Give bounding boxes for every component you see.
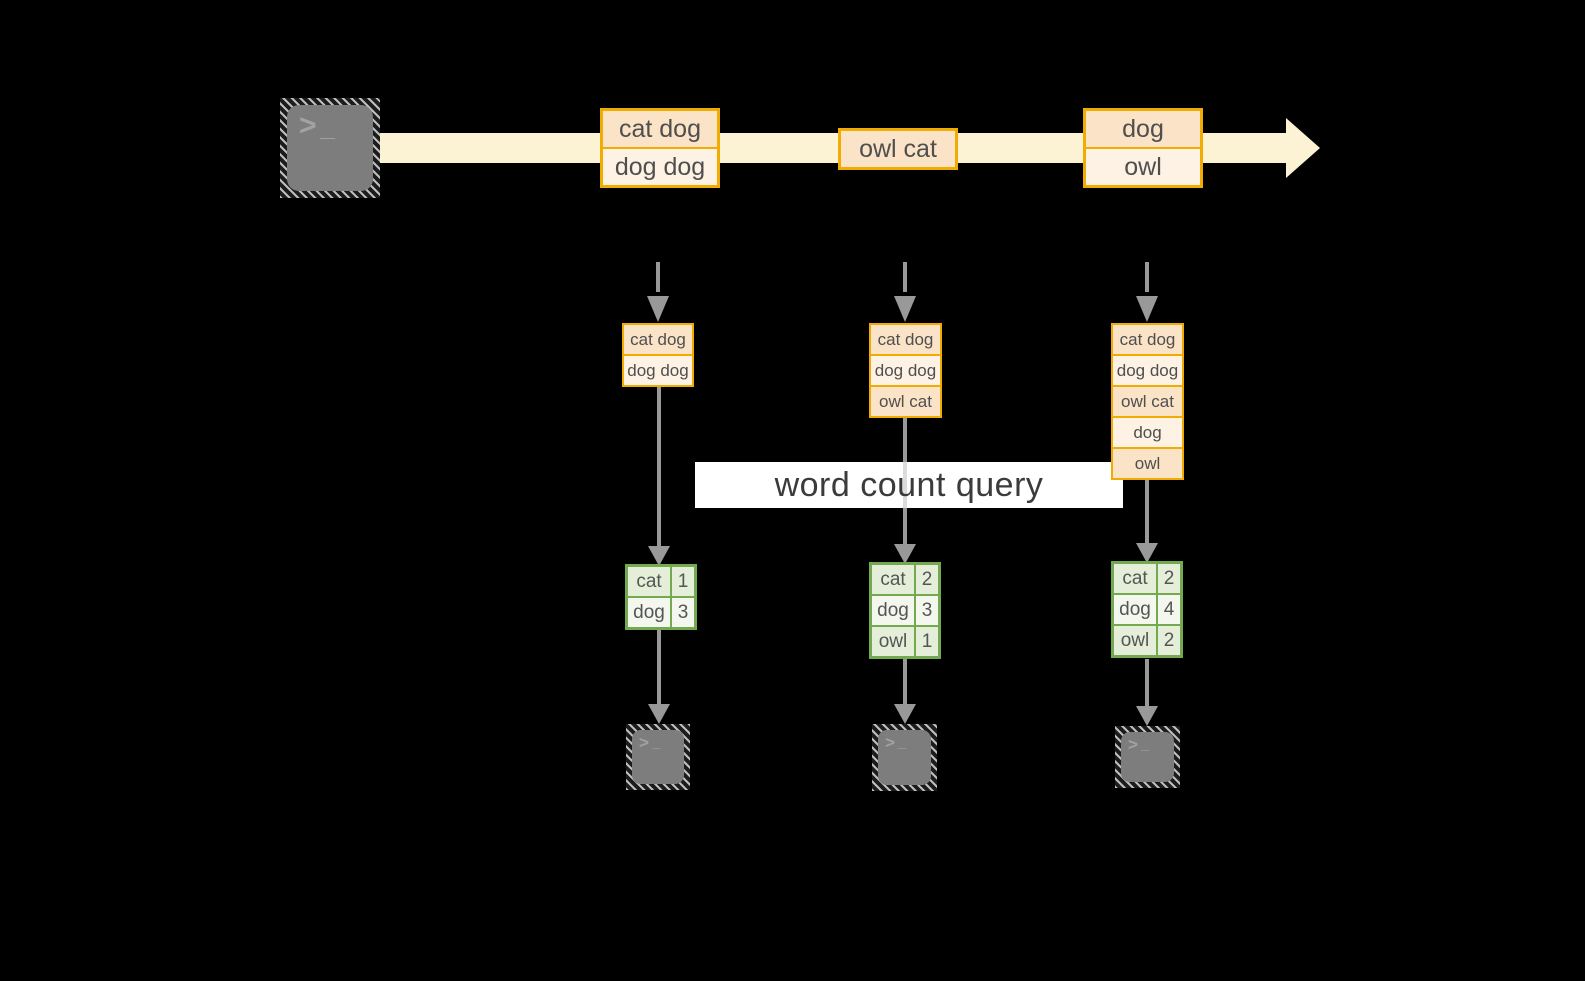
count-word: dog [872, 596, 914, 625]
message-line: cat dog [603, 111, 717, 147]
prompt-cursor-icon: _ [897, 734, 907, 751]
buffer-cell: dog dog [1113, 356, 1182, 385]
prompt-chevron-icon: > [299, 109, 317, 142]
dashed-arrow-2 [903, 262, 907, 292]
count-value: 2 [916, 565, 938, 594]
buffer-cell: cat dog [1113, 325, 1182, 354]
count-value: 3 [672, 598, 694, 627]
buffer-stack-1: cat dog dog dog [622, 323, 694, 387]
prompt-cursor-icon: _ [651, 734, 661, 751]
buffer-cell: cat dog [624, 325, 692, 354]
message-line: owl cat [841, 131, 955, 167]
prompt-cursor-icon: _ [320, 112, 335, 142]
output-arrowhead-2-icon [894, 704, 916, 724]
query-arrowhead-2-icon [894, 544, 916, 564]
dashed-arrowhead-1-icon [647, 296, 669, 322]
count-value: 2 [1158, 626, 1180, 655]
count-value: 1 [916, 627, 938, 656]
terminal-screen: > _ [878, 730, 931, 785]
terminal-screen: > _ [1121, 732, 1174, 782]
query-banner-label: word count query [774, 465, 1044, 504]
output-terminal-3-icon: > _ [1115, 726, 1180, 788]
query-arrowhead-1-icon [648, 546, 670, 566]
output-arrowhead-3-icon [1136, 706, 1158, 726]
buffer-cell: owl cat [1113, 387, 1182, 416]
output-arrowhead-1-icon [648, 704, 670, 724]
buffer-cell: dog [1113, 418, 1182, 447]
buffer-cell: owl [1113, 449, 1182, 478]
dashed-arrowhead-2-icon [894, 296, 916, 322]
prompt-cursor-icon: _ [1140, 736, 1150, 753]
count-word: cat [872, 565, 914, 594]
message-line: owl [1086, 149, 1200, 185]
output-terminal-2-icon: > _ [872, 724, 937, 791]
terminal-prompt: > _ [1121, 732, 1174, 754]
count-word: dog [628, 598, 670, 627]
terminal-screen: > _ [287, 105, 373, 191]
arrow-through-banner [903, 462, 907, 508]
dashed-arrowhead-3-icon [1136, 296, 1158, 322]
output-arrow-3 [1145, 659, 1149, 706]
buffer-stack-3: cat dog dog dog owl cat dog owl [1111, 323, 1184, 480]
dashed-arrow-3 [1145, 262, 1149, 292]
count-word: dog [1114, 595, 1156, 624]
count-table-3: cat 2 dog 4 owl 2 [1111, 561, 1183, 658]
count-table-1: cat 1 dog 3 [625, 564, 697, 630]
count-word: owl [872, 627, 914, 656]
prompt-chevron-icon: > [885, 733, 895, 752]
message-line: dog [1086, 111, 1200, 147]
message-line: dog dog [603, 149, 717, 185]
dashed-arrow-1 [656, 262, 660, 292]
buffer-cell: dog dog [624, 356, 692, 385]
terminal-prompt: > _ [632, 730, 684, 752]
prompt-chevron-icon: > [639, 733, 649, 752]
count-table-2: cat 2 dog 3 owl 1 [869, 562, 941, 659]
stream-message-3: dog owl [1083, 108, 1203, 188]
output-arrow-2 [903, 659, 907, 704]
terminal-prompt: > _ [878, 730, 931, 752]
count-value: 4 [1158, 595, 1180, 624]
query-arrow-3 [1145, 480, 1149, 543]
count-word: owl [1114, 626, 1156, 655]
stream-message-2: owl cat [838, 128, 958, 170]
count-word: cat [628, 567, 670, 596]
terminal-prompt: > _ [287, 105, 373, 142]
stream-arrowhead-icon [1286, 118, 1320, 178]
query-arrowhead-3-icon [1136, 543, 1158, 563]
source-terminal-icon: > _ [280, 98, 380, 198]
terminal-screen: > _ [632, 730, 684, 784]
prompt-chevron-icon: > [1128, 735, 1138, 754]
buffer-stack-2: cat dog dog dog owl cat [869, 323, 942, 418]
count-value: 1 [672, 567, 694, 596]
output-arrow-1 [657, 630, 661, 704]
buffer-cell: dog dog [871, 356, 940, 385]
query-banner: word count query [695, 462, 1123, 508]
buffer-cell: cat dog [871, 325, 940, 354]
count-word: cat [1114, 564, 1156, 593]
count-value: 2 [1158, 564, 1180, 593]
output-terminal-1-icon: > _ [626, 724, 690, 790]
buffer-cell: owl cat [871, 387, 940, 416]
count-value: 3 [916, 596, 938, 625]
stream-message-1: cat dog dog dog [600, 108, 720, 188]
query-arrow-1 [657, 387, 661, 546]
